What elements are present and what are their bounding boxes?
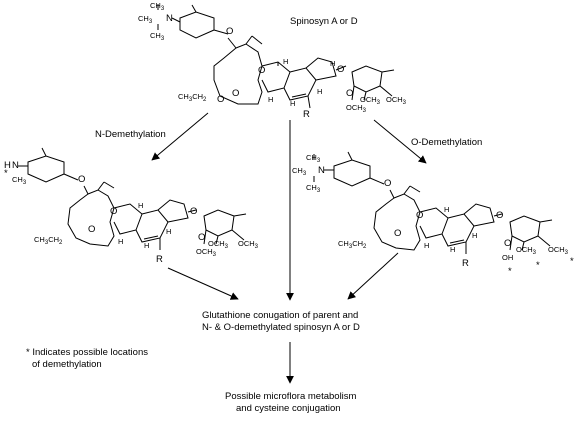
arrow-to-n-demethylation xyxy=(151,112,209,161)
n-demethyl-nh-h: H xyxy=(4,160,11,171)
n-demethyl-ketone-o: O xyxy=(110,206,117,217)
n-demethyl-lactone-o: O xyxy=(88,224,95,235)
glutathione-line-1: Glutathione conugation of parent and xyxy=(202,310,358,321)
o-demethyl-n-ch3-left: CH3 xyxy=(292,166,307,177)
o-demethyl-lactone-o: O xyxy=(394,228,401,239)
parent-och3-2: OCH3 xyxy=(360,95,381,106)
n-demethylated-structure: * H N CH3 O O O CH3CH2 H H H H R O O OCH… xyxy=(4,147,259,265)
parent-ethyl: CH3CH2 xyxy=(178,92,207,103)
n-demethyl-och3-3: OCH3 xyxy=(238,239,259,250)
parent-r-group: R xyxy=(303,109,310,120)
microflora-line-1: Possible microflora metabolism xyxy=(225,391,357,402)
note-line-2: of demethylation xyxy=(32,359,102,370)
parent-lactone-carbonyl-o: O xyxy=(232,88,239,99)
o-demethyl-r-group: R xyxy=(462,258,469,269)
parent-glycoside-o: O xyxy=(226,26,233,37)
o-demethyl-och3-2: OCH3 xyxy=(548,245,569,256)
arrow-o-demethyl-to-glutathione xyxy=(347,252,399,300)
parent-ketone-o: O xyxy=(258,65,265,76)
parent-h-1: H xyxy=(283,57,288,66)
parent-n-ch3-left: CH3 xyxy=(138,14,153,25)
n-demethyl-glycoside-o: O xyxy=(78,174,85,185)
n-demethyl-och3-2: OCH3 xyxy=(208,239,229,250)
n-demethyl-star: * xyxy=(4,168,8,179)
arrow-to-o-demethylation xyxy=(373,119,427,164)
n-demethyl-ch3: CH3 xyxy=(12,175,27,186)
n-demethyl-h-1: H xyxy=(138,201,143,210)
o-demethyl-rhamnose-ring-o: O xyxy=(504,238,511,249)
parent-och3-1: OCH3 xyxy=(346,103,367,114)
n-demethylation-label: N-Demethylation xyxy=(95,129,166,140)
parent-structure: CH3 N CH3 CH3 O O O O CH3CH2 H H H H H R… xyxy=(138,1,407,120)
parent-rhamnose-link-o: O xyxy=(337,64,344,75)
arrow-n-demethyl-to-glutathione xyxy=(167,267,239,300)
n-demethyl-n-atom: N xyxy=(12,160,19,171)
n-demethyl-rhamnose-link-o: O xyxy=(190,206,197,217)
o-demethyl-h-3: H xyxy=(450,245,455,254)
n-demethyl-ethyl: CH3CH2 xyxy=(34,235,63,246)
o-demethyl-star-3: * xyxy=(570,256,574,267)
n-demethyl-h-3: H xyxy=(144,241,149,250)
parent-n-ch3-bottom: CH3 xyxy=(150,31,165,42)
parent-n-ch3-top: CH3 xyxy=(150,1,165,12)
parent-och3-3: OCH3 xyxy=(386,95,407,106)
glutathione-line-2: N- & O-demethylated spinosyn A or D xyxy=(202,322,360,333)
o-demethylated-structure: N CH3 CH3 CH3 O O O CH3CH2 H H H H R O O… xyxy=(292,151,574,277)
n-demethyl-r-group: R xyxy=(156,254,163,265)
parent-title: Spinosyn A or D xyxy=(290,16,358,27)
parent-rhamnose-ring-o: O xyxy=(346,88,353,99)
o-demethyl-h-2: H xyxy=(424,241,429,250)
microflora-line-2: and cysteine conjugation xyxy=(236,403,341,414)
o-demethyl-ketone-o: O xyxy=(416,210,423,221)
o-demethyl-n-ch3-top: CH3 xyxy=(306,153,321,164)
parent-h-4: H xyxy=(330,59,335,68)
o-demethyl-n-atom: N xyxy=(318,165,325,176)
o-demethyl-h-4: H xyxy=(472,231,477,240)
o-demethyl-glycoside-o: O xyxy=(384,178,391,189)
o-demethyl-rhamnose-link-o: O xyxy=(496,210,503,221)
o-demethyl-n-ch3-bottom: CH3 xyxy=(306,183,321,194)
o-demethylation-label: O-Demethylation xyxy=(411,137,482,148)
n-demethyl-h-2: H xyxy=(118,237,123,246)
o-demethyl-star-1: * xyxy=(508,266,512,277)
parent-h-5: H xyxy=(317,87,322,96)
parent-h-3: H xyxy=(290,99,295,108)
o-demethyl-och3-1: OCH3 xyxy=(516,245,537,256)
n-demethyl-rhamnose-ring-o: O xyxy=(198,232,205,243)
o-demethyl-h-1: H xyxy=(444,205,449,214)
parent-h-2: H xyxy=(268,95,273,104)
o-demethyl-ethyl: CH3CH2 xyxy=(338,239,367,250)
parent-lactone-o: O xyxy=(217,94,224,105)
n-demethyl-h-4: H xyxy=(166,227,171,236)
note-line-1: * Indicates possible locations xyxy=(26,347,148,358)
o-demethyl-oh: OH xyxy=(502,253,513,262)
n-demethyl-och3-1: OCH3 xyxy=(196,247,217,258)
parent-n-atom: N xyxy=(166,13,173,24)
o-demethyl-star-2: * xyxy=(536,260,540,271)
